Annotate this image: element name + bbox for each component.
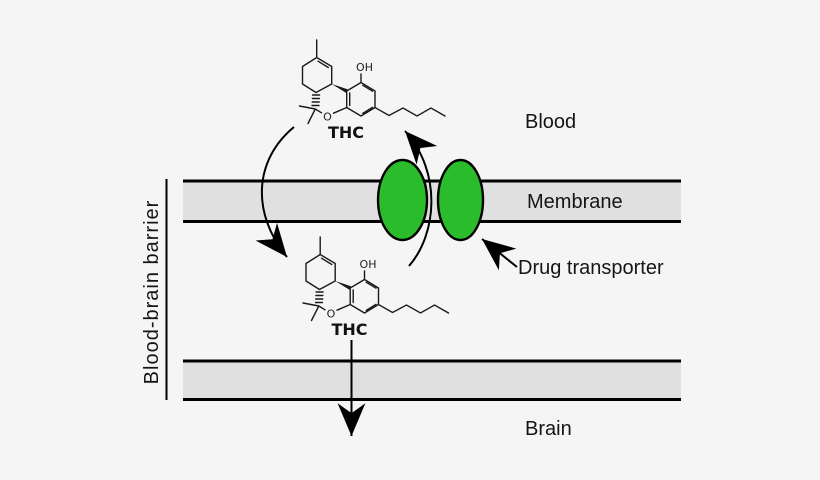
brain-label: Brain xyxy=(525,418,572,440)
arrow-blood-to-brain xyxy=(255,126,295,258)
thc-molecule-brain: OH O THC xyxy=(302,236,450,339)
membrane-band xyxy=(183,179,681,223)
thc-brain-hydroxyl-label: OH xyxy=(360,258,377,271)
drug-transporter-pointer-arrow xyxy=(481,238,518,271)
thc-brain-oxygen-label: O xyxy=(327,308,336,321)
drug-transporter-left xyxy=(376,158,429,242)
bbb-label: Blood-brain barrier xyxy=(141,200,163,385)
membrane-label: Membrane xyxy=(527,191,623,213)
brain-band xyxy=(183,359,681,401)
drug-transporter-right xyxy=(436,158,485,242)
thc-brain-name: THC xyxy=(331,320,367,339)
thc-blood-name: THC xyxy=(328,123,364,142)
blood-label: Blood xyxy=(525,111,576,133)
brain-band-fill xyxy=(183,361,681,400)
thc-blood-hydroxyl-label: OH xyxy=(356,61,373,74)
arrow-brain-to-blood xyxy=(404,130,438,267)
thc-blood-oxygen-label: O xyxy=(323,111,332,124)
drug-transporter-label: Drug transporter xyxy=(518,257,664,279)
thc-molecule-blood: OH O THC xyxy=(298,39,446,142)
